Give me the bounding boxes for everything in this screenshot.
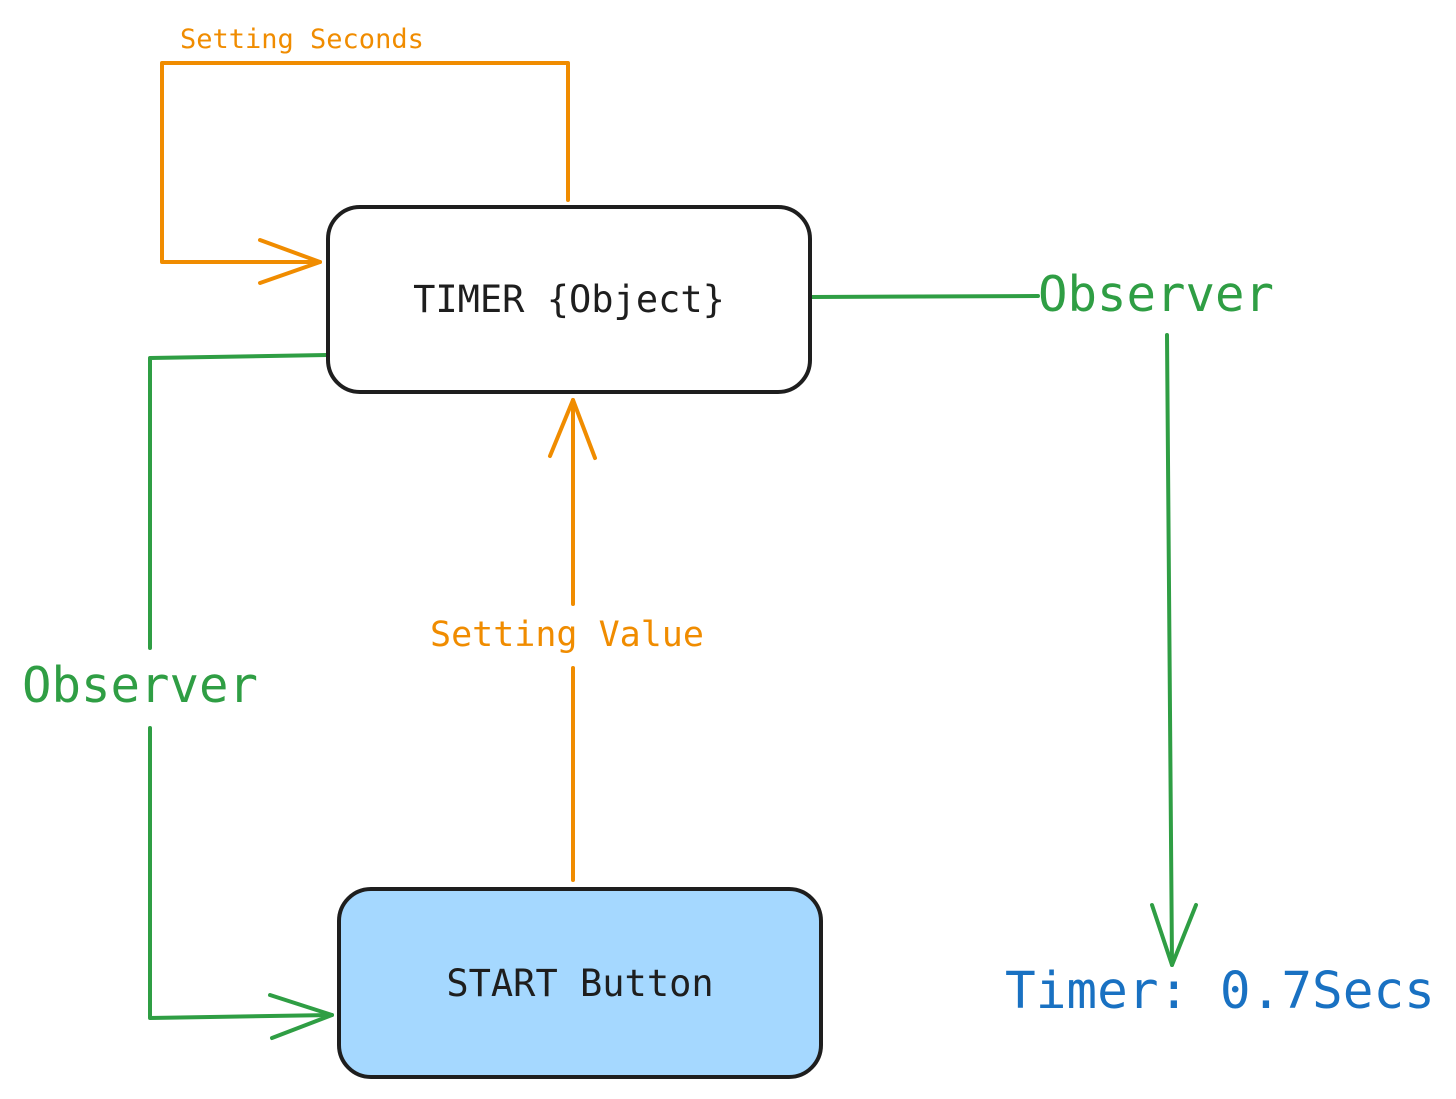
setting-seconds-loop-edge bbox=[160, 61, 570, 264]
start-button-label: START Button bbox=[446, 961, 714, 1005]
observer-left-arrowhead-icon bbox=[268, 993, 334, 1040]
observer-right-edge-horizontal bbox=[810, 294, 1040, 299]
observer-left-edge-lower bbox=[148, 726, 334, 1020]
start-button-node[interactable]: START Button bbox=[337, 887, 823, 1079]
timer-object-node[interactable]: TIMER {Object} bbox=[326, 205, 812, 394]
setting-value-arrowhead-icon bbox=[548, 398, 597, 460]
observer-left-edge-upper bbox=[148, 353, 329, 650]
timer-object-label: TIMER {Object} bbox=[413, 278, 725, 321]
observer-right-arrowhead-icon bbox=[1150, 903, 1198, 967]
observer-right-label: Observer bbox=[1038, 266, 1275, 323]
setting-seconds-label: Setting Seconds bbox=[180, 24, 424, 55]
observer-left-label: Observer bbox=[22, 657, 259, 714]
observer-right-edge-vertical bbox=[1165, 333, 1174, 967]
setting-value-label: Setting Value bbox=[430, 615, 704, 655]
timer-readout: Timer: 0.7Secs bbox=[1005, 962, 1435, 1021]
setting-seconds-arrowhead-icon bbox=[258, 238, 322, 285]
